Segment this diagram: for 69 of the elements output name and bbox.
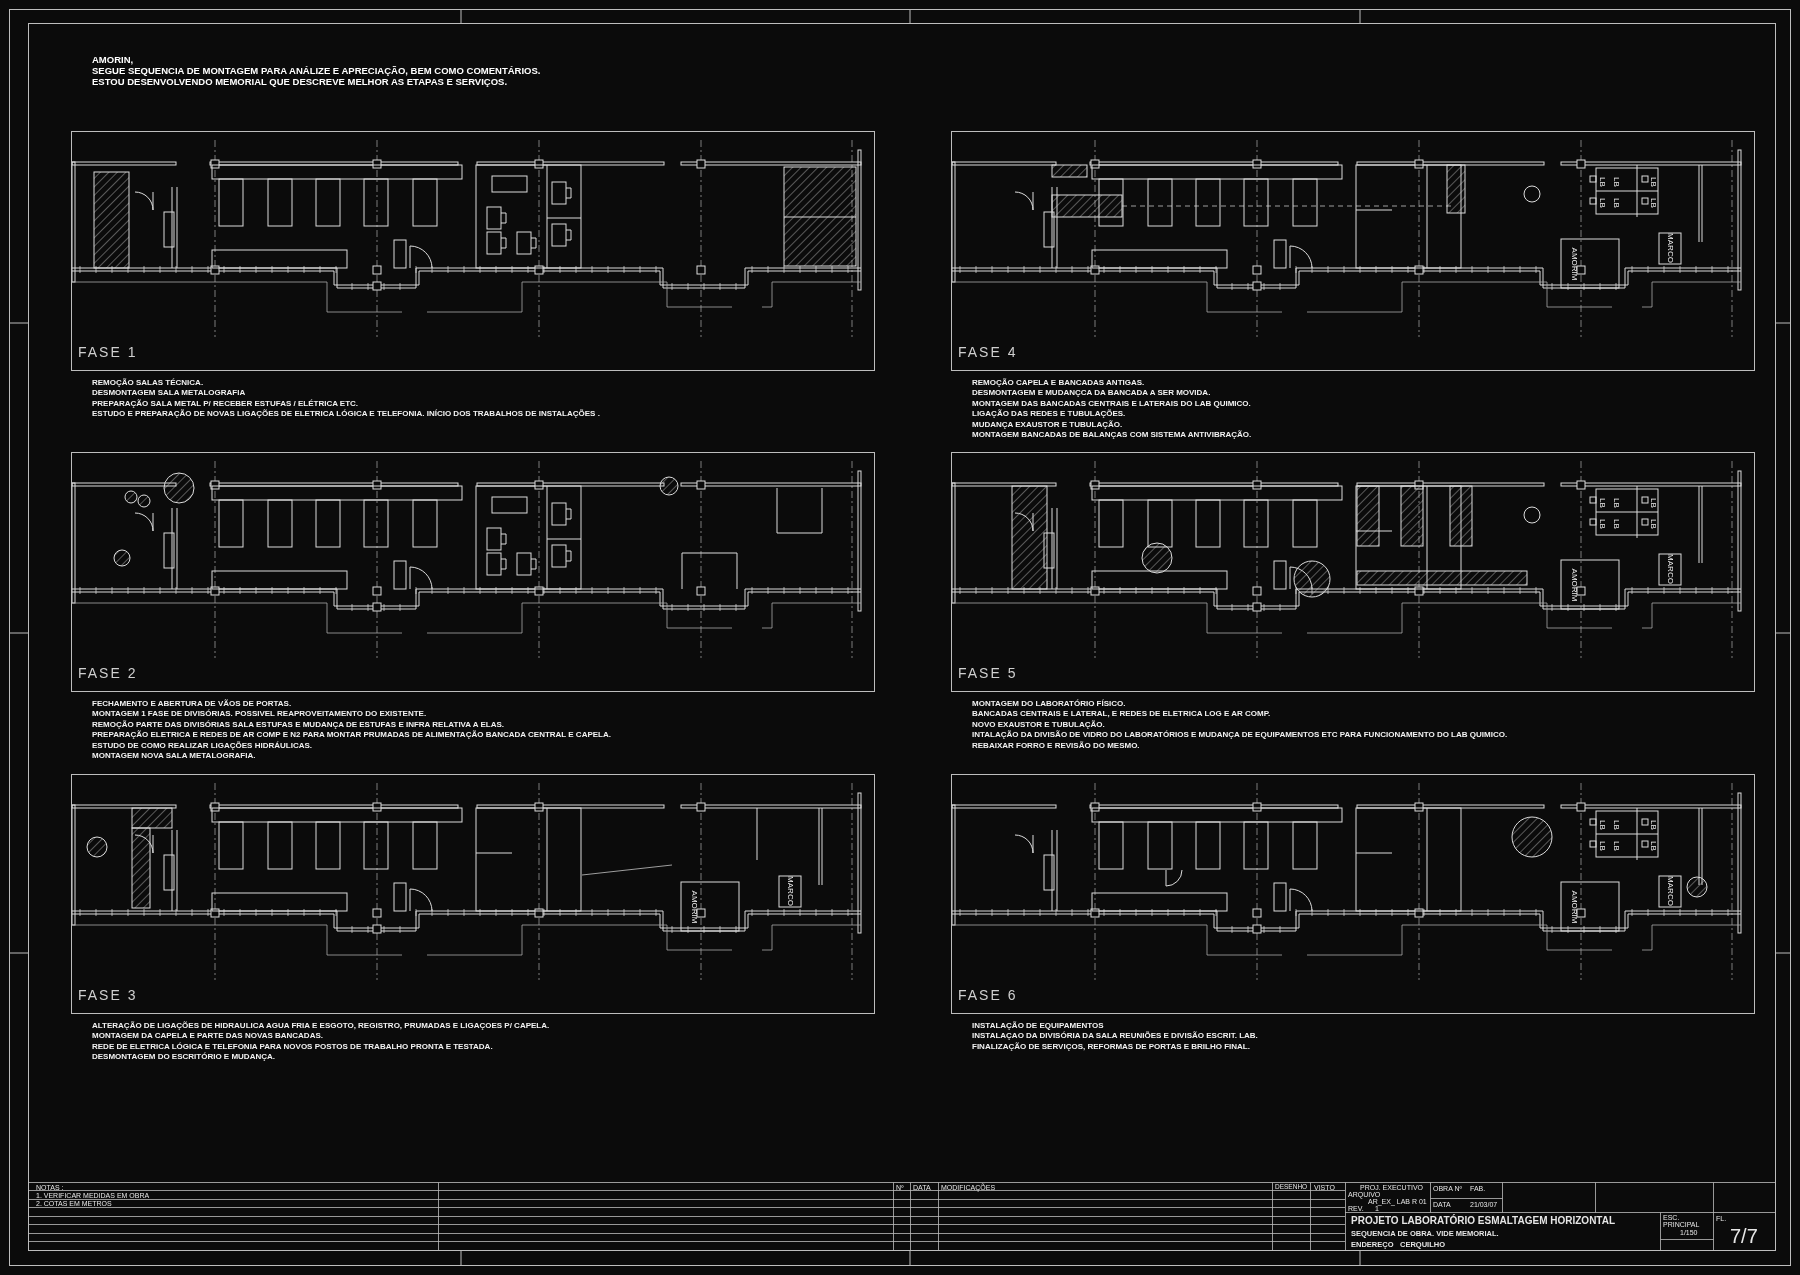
room-label: LB bbox=[1649, 820, 1657, 830]
room-label: LB bbox=[1612, 841, 1620, 851]
note-text: SEGUE SEQUENCIA DE MONTAGEM PARA ANÁLIZE E APRECIAÇÃO, BEM COMO COMENTÁRIOS. bbox=[92, 66, 541, 76]
room-label: MARCO bbox=[786, 876, 794, 906]
note-text: DESMONTAGEM DO ESCRITÓRIO E MUDANÇA. bbox=[92, 1053, 275, 1062]
phase-panel bbox=[951, 452, 1755, 692]
note-text: LIGAÇÃO DAS REDES E TUBULAÇÕES. bbox=[972, 410, 1126, 419]
note-text: REMOÇÃO CAPELA E BANCADAS ANTIGAS. bbox=[972, 379, 1145, 387]
greeting-text: AMORIN, bbox=[92, 55, 134, 65]
room-label: MARCO bbox=[1666, 876, 1674, 906]
phase-label: FASE 4 bbox=[958, 345, 1018, 359]
note-text: DESMONTAGEM SALA METALOGRAFIA bbox=[92, 389, 246, 398]
room-label: LB bbox=[1649, 198, 1657, 208]
note-text: FECHAMENTO E ABERTURA DE VÃOS DE PORTAS. bbox=[92, 700, 292, 708]
project-title: PROJETO LABORATÓRIO ESMALTAGEM HORIZONTAL bbox=[1351, 1216, 1616, 1226]
note-text: MONTAGEM 1 FASE DE DIVISÓRIAS. POSSIVEL REAPROVEITAMENTO DO EXISTENTE. bbox=[92, 710, 427, 719]
room-label: LB bbox=[1612, 198, 1620, 208]
room-label: LB bbox=[1598, 498, 1606, 508]
room-label: MARCO bbox=[1666, 554, 1674, 584]
note-text: REBAIXAR FORRO E REVISÃO DO MESMO. bbox=[972, 741, 1140, 750]
note-text: MONTAGEM DO LABORATÓRIO FÍSICO. bbox=[972, 700, 1126, 708]
room-label: LB bbox=[1598, 177, 1606, 187]
note-text: FINALIZAÇÃO DE SERVIÇOS, REFORMAS DE PORTAS E BRILHO FINAL. bbox=[972, 1042, 1250, 1051]
note-text: MUDANÇA EXAUSTOR E TUBULAÇÃO. bbox=[972, 420, 1123, 429]
note-text: MONTAGEM NOVA SALA METALOGRAFIA. bbox=[92, 752, 256, 760]
room-label: MARCO bbox=[1666, 233, 1674, 263]
room-label: LB bbox=[1598, 519, 1606, 529]
note-text: REMOÇÃO SALAS TÉCNICA. bbox=[92, 379, 204, 387]
room-label: LB bbox=[1649, 519, 1657, 529]
room-label: LB bbox=[1612, 519, 1620, 529]
note-text: NOVO EXAUSTOR E TUBULAÇÃO. bbox=[972, 720, 1105, 729]
note-text: INSTALAÇÃO DE EQUIPAMENTOS bbox=[972, 1022, 1104, 1030]
room-label: LB bbox=[1649, 498, 1657, 508]
note-text: ALTERAÇÃO DE LIGAÇÕES DE HIDRAULICA AGUA FRIA E ESGOTO, REGISTRO, PRUMADAS E LIGAÇOES P/ CAPELA. bbox=[92, 1022, 550, 1030]
note-text: INTALAÇÃO DA DIVISÃO DE VIDRO DO LABORATÓRIOS E MUDANÇA DE EQUIPAMENTOS ETC PARA FUNCIONAMENTO DO LAB QUIMICO. bbox=[972, 731, 1508, 740]
room-label: LB bbox=[1612, 820, 1620, 830]
note-text: ESTOU DESENVOLVENDO MEMORIAL QUE DESCREVE MELHOR AS ETAPAS E SERVIÇOS. bbox=[92, 77, 508, 87]
note-text: DESMONTAGEM E MUDANÇCA DA BANCADA A SER MOVIDA. bbox=[972, 389, 1211, 398]
phase-label: FASE 6 bbox=[958, 988, 1018, 1002]
phase-panel bbox=[71, 452, 875, 692]
note-text: INSTALAÇAO DA DIVISÓRIA DA SALA REUNIÕES E DIVISÃO ESCRIT. LAB. bbox=[972, 1032, 1258, 1041]
room-label: LB bbox=[1598, 841, 1606, 851]
room-label: AMORIM bbox=[1570, 890, 1578, 924]
note-text: REDE DE ELETRICA LÓGICA E TELEFONIA PARA NOVOS POSTOS DE TRABALHO PRONTA E TESTADA. bbox=[92, 1042, 493, 1051]
room-label: LB bbox=[1598, 198, 1606, 208]
room-label: LB bbox=[1598, 820, 1606, 830]
phase-label: FASE 5 bbox=[958, 666, 1018, 680]
note-text: MONTAGEM BANCADAS DE BALANÇAS COM SISTEMA ANTIVIBRAÇÃO. bbox=[972, 431, 1252, 439]
note-text: BANCADAS CENTRAIS E LATERAL, E REDES DE ELETRICA LOG E AR COMP. bbox=[972, 710, 1271, 719]
phase-label: FASE 2 bbox=[78, 666, 138, 680]
note-text: ESTUDO DE COMO REALIZAR LIGAÇÕES HIDRÁULICAS. bbox=[92, 741, 312, 750]
room-label: AMORIM bbox=[690, 890, 698, 924]
note-text: MONTAGEM DA CAPELA E PARTE DAS NOVAS BANCADAS. bbox=[92, 1032, 323, 1041]
sheet-number: 7/7 bbox=[1730, 1226, 1758, 1246]
phase-panel bbox=[951, 774, 1755, 1014]
phase-label: FASE 3 bbox=[78, 988, 138, 1002]
room-label: LB bbox=[1649, 177, 1657, 187]
phase-panel bbox=[951, 131, 1755, 371]
room-label: LB bbox=[1649, 841, 1657, 851]
room-label: LB bbox=[1612, 177, 1620, 187]
room-label: LB bbox=[1612, 498, 1620, 508]
room-label: AMORIM bbox=[1570, 247, 1578, 281]
room-label: AMORIM bbox=[1570, 568, 1578, 602]
note-text: MONTAGEM DAS BANCADAS CENTRAIS E LATERAIS DO LAB QUIMICO. bbox=[972, 399, 1251, 408]
phase-panel bbox=[71, 774, 875, 1014]
note-text: PREPARAÇÃO SALA METAL P/ RECEBER ESTUFAS / ELÉTRICA ETC. bbox=[92, 399, 359, 408]
phase-panel bbox=[71, 131, 875, 371]
note-text: REMOÇÃO PARTE DAS DIVISÓRIAS SALA ESTUFAS E MUDANÇA DE ESTUFAS E INFRA RELATIVA A ELAS. bbox=[92, 720, 505, 729]
phase-label: FASE 1 bbox=[78, 345, 138, 359]
